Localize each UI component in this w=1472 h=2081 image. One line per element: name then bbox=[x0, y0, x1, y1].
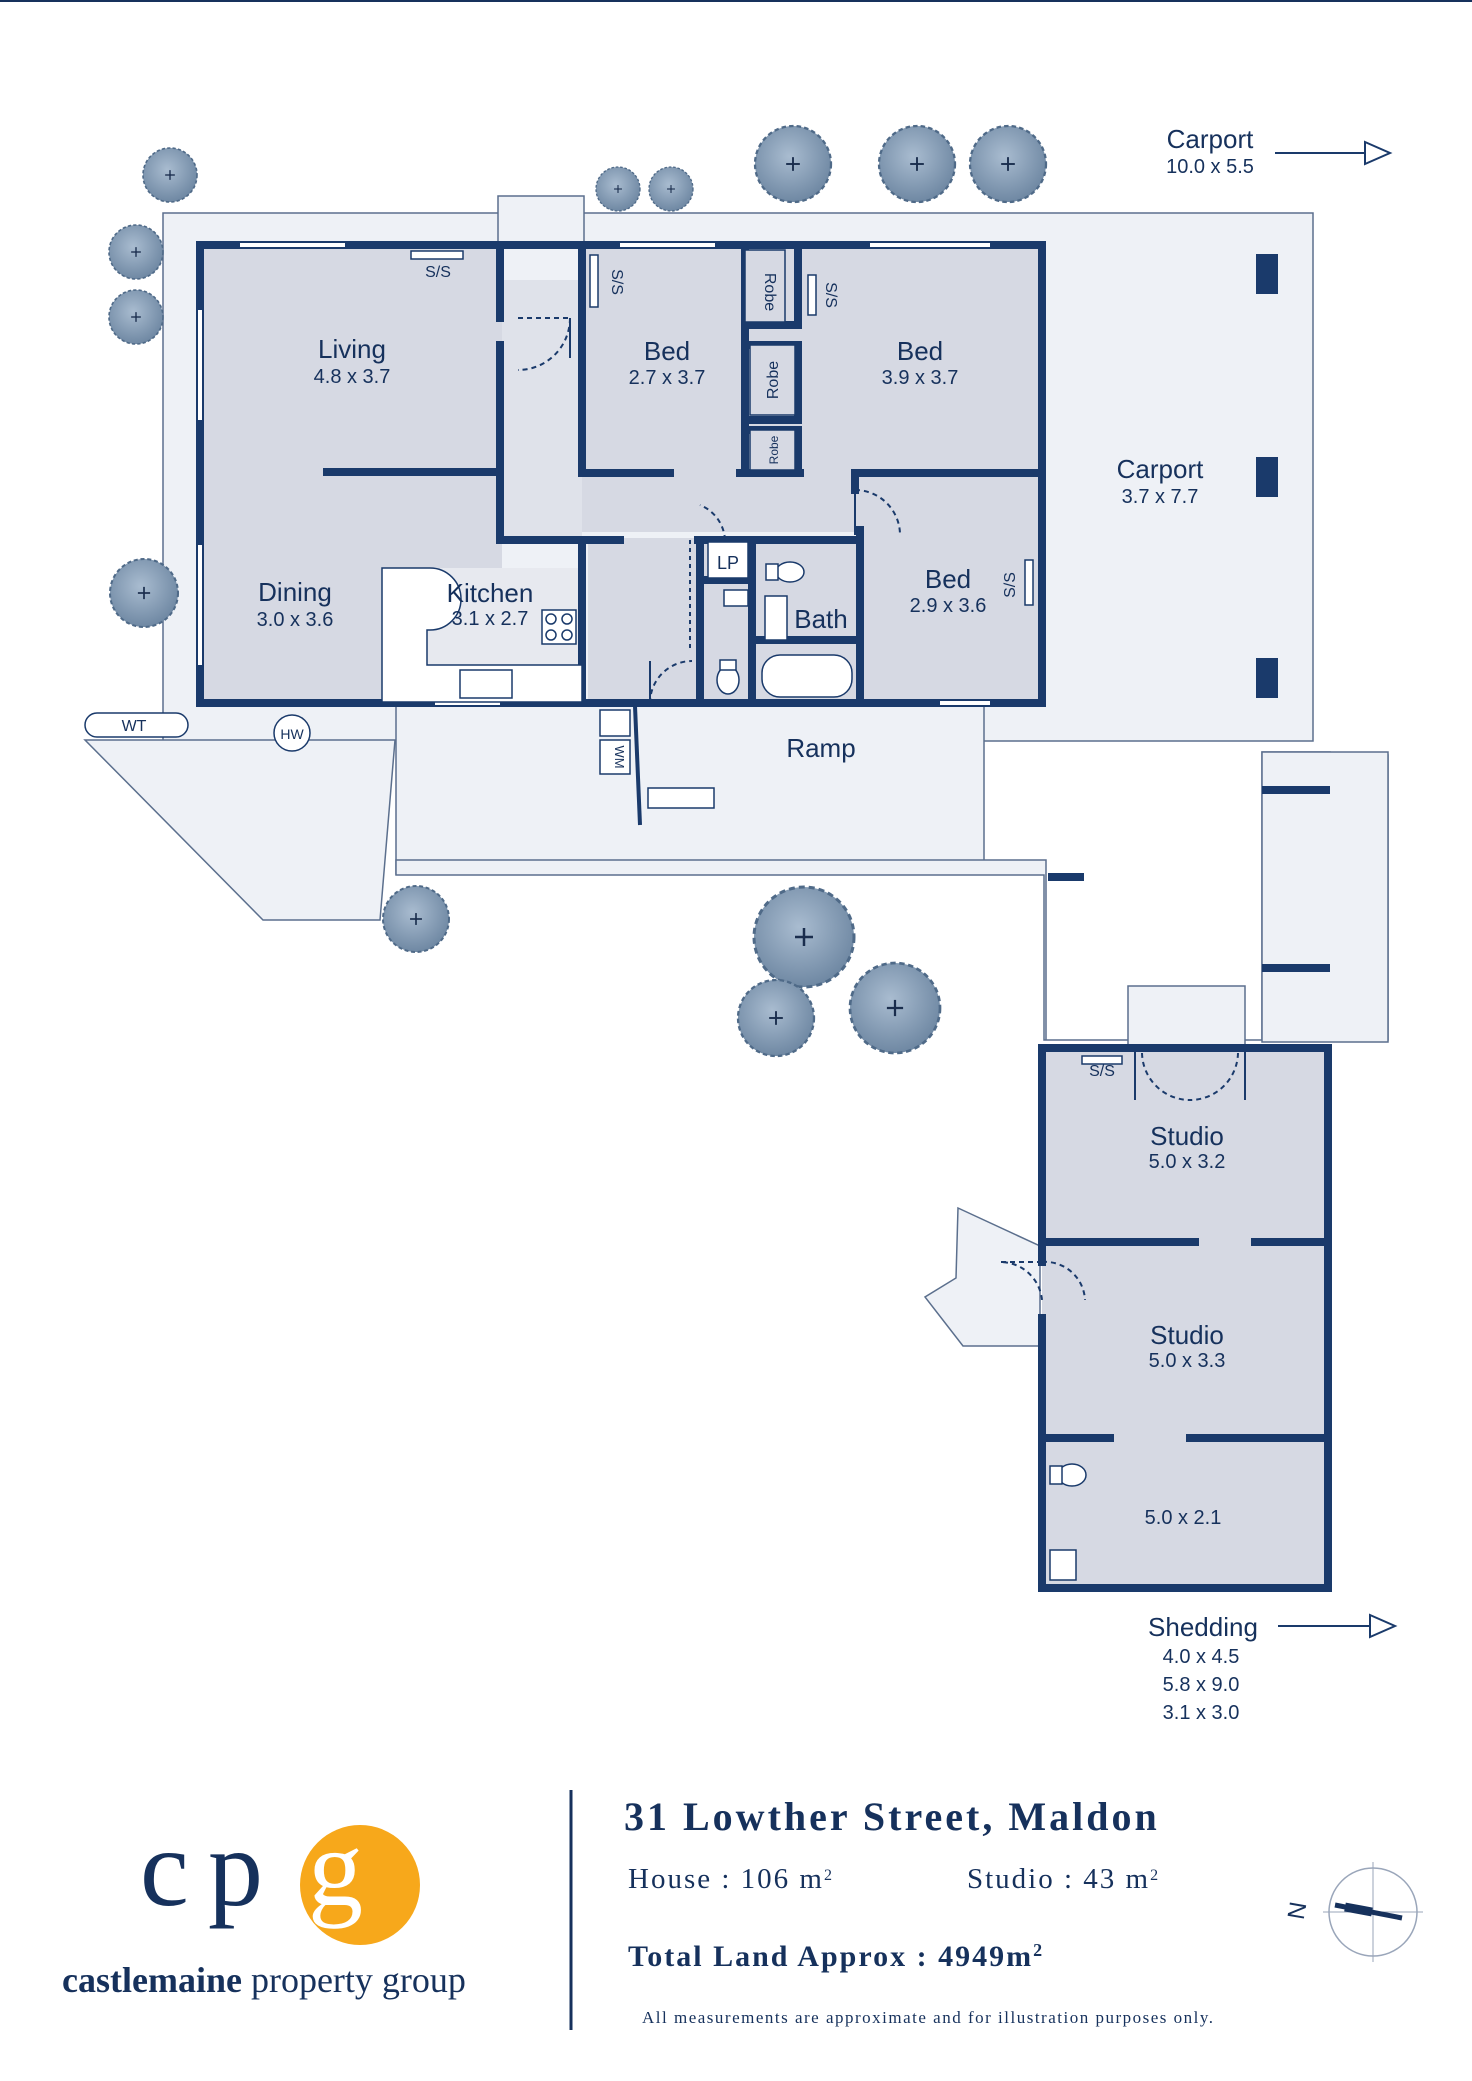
tree bbox=[752, 885, 856, 989]
logo-p: p bbox=[208, 1807, 263, 1929]
ramp-label: Ramp bbox=[786, 733, 855, 763]
lp-box bbox=[707, 541, 749, 579]
studio1-dims: 5.0 x 3.2 bbox=[1149, 1151, 1226, 1173]
kitchen-bench bbox=[381, 567, 583, 703]
studio-area: Studio : 43 m2 bbox=[967, 1863, 1160, 1895]
kitchen-label: Kitchen bbox=[447, 578, 534, 608]
fixture-labels: S/S S/S S/S S/S S/S Robe Robe Robe LP WT… bbox=[122, 264, 1115, 1080]
doors bbox=[499, 317, 1246, 1301]
robe-2: Robe bbox=[765, 361, 782, 399]
living-dims: 4.8 x 3.7 bbox=[314, 366, 391, 388]
ss-living: S/S bbox=[425, 264, 451, 281]
bed3-label: Bed bbox=[925, 564, 971, 594]
tree bbox=[968, 124, 1048, 204]
bed1-dims: 2.7 x 3.7 bbox=[629, 367, 706, 389]
bath-label: Bath bbox=[794, 604, 848, 634]
disclaimer: All measurements are approximate and for… bbox=[642, 2008, 1215, 2027]
hot-water bbox=[273, 714, 311, 752]
shedding-dims-1: 4.0 x 4.5 bbox=[1163, 1646, 1240, 1668]
bed1-label: Bed bbox=[644, 336, 690, 366]
carport-side-dims: 3.7 x 7.7 bbox=[1122, 486, 1199, 508]
wt-label: WT bbox=[122, 718, 147, 735]
tree bbox=[648, 166, 694, 212]
studio1-label: Studio bbox=[1150, 1121, 1224, 1151]
kitchen-dims: 3.1 x 2.7 bbox=[452, 608, 529, 630]
windows bbox=[198, 243, 990, 705]
carport-top-label: Carport bbox=[1167, 124, 1254, 154]
basin-studio bbox=[1049, 1549, 1077, 1581]
studio3-dims: 5.0 x 2.1 bbox=[1145, 1507, 1222, 1529]
basin-wc bbox=[723, 589, 749, 607]
hw-label: HW bbox=[280, 726, 304, 742]
tree bbox=[877, 124, 957, 204]
bath-fixtures bbox=[599, 541, 1087, 1581]
shedding-dims-2: 5.8 x 9.0 bbox=[1163, 1674, 1240, 1696]
property-info: 31 Lowther Street, Maldon House : 106 m2… bbox=[624, 1794, 1215, 2027]
compass-north: N bbox=[1283, 1900, 1313, 1922]
carport-side-label: Carport bbox=[1117, 454, 1204, 484]
bed2-label: Bed bbox=[897, 336, 943, 366]
logo-orange-circle bbox=[300, 1825, 420, 1945]
ss-entry: S/S bbox=[608, 269, 625, 295]
tree bbox=[848, 961, 942, 1055]
living-label: Living bbox=[318, 334, 386, 364]
lp-label: LP bbox=[717, 553, 739, 573]
tree bbox=[736, 978, 816, 1058]
tree bbox=[753, 124, 833, 204]
dining-dims: 3.0 x 3.6 bbox=[257, 609, 334, 631]
storage bbox=[410, 249, 1123, 1065]
robe-1: Robe bbox=[761, 273, 778, 311]
ss-studio: S/S bbox=[1089, 1063, 1115, 1080]
step bbox=[647, 787, 715, 809]
logo: c p g castlemaine property group bbox=[62, 1807, 466, 2000]
wm-box bbox=[599, 739, 631, 775]
brand-name: castlemaine property group bbox=[62, 1960, 466, 2000]
carport-posts bbox=[1048, 254, 1330, 972]
logo-g: g bbox=[308, 1807, 363, 1929]
ss-bed2: S/S bbox=[822, 282, 839, 308]
shedding-dims-3: 3.1 x 3.0 bbox=[1163, 1702, 1240, 1724]
kitchen-sink bbox=[459, 669, 513, 699]
house-area: House : 106 m2 bbox=[628, 1863, 834, 1895]
tree bbox=[382, 885, 450, 953]
dining-label: Dining bbox=[258, 577, 332, 607]
ss-bed3: S/S bbox=[1002, 572, 1019, 598]
carport-top-dims: 10.0 x 5.5 bbox=[1166, 156, 1254, 178]
studio2-label: Studio bbox=[1150, 1320, 1224, 1350]
water-tank bbox=[84, 712, 189, 738]
vanity bbox=[764, 595, 788, 641]
laundry-tub bbox=[599, 709, 631, 737]
west-deck bbox=[83, 739, 396, 921]
side-porch bbox=[923, 1206, 1041, 1347]
tree bbox=[108, 289, 164, 345]
shedding-label: Shedding bbox=[1148, 1612, 1258, 1642]
logo-c: c bbox=[140, 1807, 189, 1929]
address-title: 31 Lowther Street, Maldon bbox=[624, 1794, 1160, 1839]
tree bbox=[108, 224, 164, 280]
arrows bbox=[1275, 140, 1398, 1639]
total-land: Total Land Approx : 4949m2 bbox=[628, 1940, 1044, 1973]
bed2-dims: 3.9 x 3.7 bbox=[882, 367, 959, 389]
wm-label: WM bbox=[612, 745, 627, 768]
tree bbox=[142, 147, 198, 203]
services bbox=[84, 705, 642, 826]
studio2-dims: 5.0 x 3.3 bbox=[1149, 1350, 1226, 1372]
tree bbox=[108, 557, 180, 629]
studio-porch bbox=[1127, 985, 1246, 1047]
entry-porch bbox=[497, 195, 585, 245]
robe-3: Robe bbox=[767, 435, 781, 464]
toilet-bath bbox=[775, 561, 805, 583]
room-labels: Living 4.8 x 3.7 Dining 3.0 x 3.6 Kitche… bbox=[257, 124, 1258, 1724]
tree bbox=[595, 166, 641, 212]
sheds-strip bbox=[1261, 751, 1389, 1043]
bathtub bbox=[761, 654, 853, 698]
bed3-dims: 2.9 x 3.6 bbox=[910, 595, 987, 617]
compass: N bbox=[1283, 1862, 1423, 1962]
